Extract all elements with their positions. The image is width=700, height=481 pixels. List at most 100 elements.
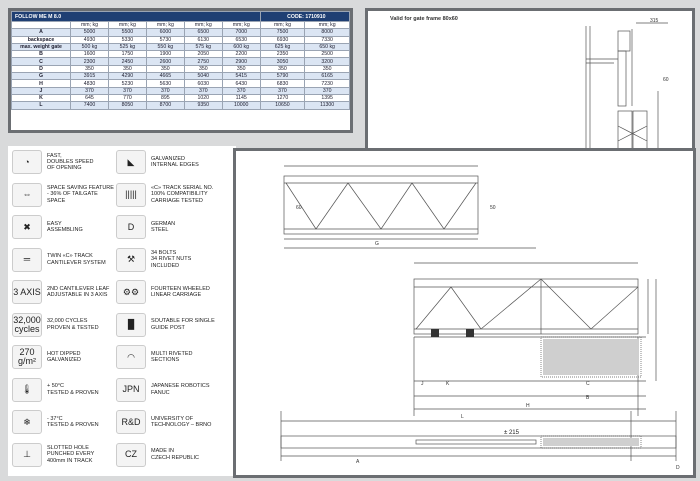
table-cell: 350 <box>259 64 306 74</box>
table-header: FOLLOW ME M 8.0 CODE: 1710910 <box>11 11 351 22</box>
snowflake-icon: ❄ <box>12 410 42 434</box>
table-cell: 4290 <box>107 72 147 81</box>
table-cell: 770 <box>107 93 147 103</box>
feature-list: ◔FAST, DOUBLES SPEED OF OPENING◣GALVANIZ… <box>8 146 236 476</box>
feature-text: GALVANIZED INTERNAL EDGES <box>151 155 199 168</box>
dim-label-c: C <box>586 381 590 387</box>
table-row-label: H <box>11 79 71 88</box>
units-row-label <box>11 20 71 30</box>
table-cell: 2900 <box>221 57 261 66</box>
table-cell: 370 <box>107 86 147 95</box>
table-cell: 2200 <box>221 50 261 59</box>
feature-text: TWIN «C» TRACK CANTILEVER SYSTEM <box>47 253 106 266</box>
table-cell: 645 <box>70 93 109 103</box>
feature-text: MADE IN CZECH REPUBLIC <box>151 448 199 461</box>
table-row-label: L <box>11 101 71 110</box>
carriage-icon: ⚙⚙ <box>116 280 146 304</box>
feature-item: ◔FAST, DOUBLES SPEED OF OPENING <box>12 150 119 174</box>
table-cell: 6130 <box>183 35 223 44</box>
table-row-label: G <box>11 72 71 81</box>
table-cell: 7400 <box>70 101 109 110</box>
table-cell: 6030 <box>183 79 223 88</box>
table-cell: 350 <box>221 64 261 74</box>
table-cell: 350 <box>183 64 223 74</box>
table-cell: 5040 <box>183 72 223 81</box>
table-cell: 6830 <box>259 79 306 88</box>
table-cell: 1750 <box>107 50 147 59</box>
table-cell: 370 <box>183 86 223 95</box>
table-cell: 370 <box>259 86 306 95</box>
feature-text: 2ND CANTILEVER LEAF ADJUSTABLE IN 3 AXIS <box>47 285 110 298</box>
gauge-icon: ◔ <box>12 150 42 174</box>
feature-text: FOURTEEN WHEELED LINEAR CARRIAGE <box>151 285 210 298</box>
axis-icon: 3 AXIS <box>12 280 42 304</box>
galvanized-icon: 270 g/m² <box>12 345 42 369</box>
feature-item: 🌡+ 50°C TESTED & PROVEN <box>12 377 119 402</box>
dim-label-b: B <box>586 395 590 401</box>
feature-text: FAST, DOUBLES SPEED OF OPENING <box>47 152 94 172</box>
dim-plus215: ± 215 <box>504 430 520 436</box>
table-cell: 7500 <box>259 28 306 37</box>
table-cell: 7000 <box>221 28 261 37</box>
space-saving-icon: ⇔ <box>12 182 42 207</box>
feature-item: 3 AXIS 2ND CANTILEVER LEAF ADJUSTABLE IN … <box>12 280 119 304</box>
feature-item: ◠MULTI RIVETED SECTIONS <box>116 345 223 369</box>
feature-item: ⊥ SLOTTED HOLE PUNCHED EVERY 400mm IN TRA… <box>12 442 119 467</box>
table-cell: 6530 <box>221 35 261 44</box>
table-cell: 370 <box>70 86 109 95</box>
table-cell: 550 kg <box>145 42 185 52</box>
table-cell: 2750 <box>183 57 223 66</box>
table-row-label: K <box>11 93 71 103</box>
steel-d-icon: D <box>116 215 146 239</box>
table-cell: 6000 <box>145 28 185 37</box>
feature-item: ⚙⚙ FOURTEEN WHEELED LINEAR CARRIAGE <box>116 280 223 304</box>
table-cell: 625 kg <box>259 42 306 52</box>
frame-title: Valid for gate frame 80x60 <box>390 16 458 22</box>
unit-cell: mm; kg <box>221 20 261 30</box>
table-cell: 9350 <box>183 101 223 110</box>
dim-label-d: D <box>676 465 680 471</box>
barcode-icon: ||||| <box>116 182 146 207</box>
foundation-hatch <box>543 339 639 375</box>
dim-label-l: L <box>461 414 464 420</box>
table-row-label: B <box>11 50 71 59</box>
dim-315: 315 <box>650 18 659 24</box>
gate-drawing: G J K C B H L A D 60 50 ± 215 <box>233 148 696 478</box>
table-row-label: A <box>11 28 71 37</box>
table-cell: 370 <box>145 86 185 95</box>
table-cell: 3050 <box>259 57 306 66</box>
table-cell: 370 <box>221 86 261 95</box>
table-cell: 3200 <box>304 57 350 66</box>
feature-text: 32,000 CYCLES PROVEN & TESTED <box>47 318 99 331</box>
feature-text: SPACE SAVING FEATURE - 36% OF TAILGATE S… <box>47 185 114 204</box>
feature-item: ❄ - 37°C TESTED & PROVEN <box>12 410 119 434</box>
feature-text: - 37°C TESTED & PROVEN <box>47 415 99 428</box>
unit-cell: mm; kg <box>70 20 109 30</box>
table-cell: 10650 <box>259 101 306 110</box>
thermometer-icon: 🌡 <box>12 377 42 402</box>
table-cell: 5000 <box>70 28 109 37</box>
feature-item: ▐▌SOUTABLE FOR SINGLE GUIDE POST <box>116 312 223 337</box>
table-cell: 8700 <box>145 101 185 110</box>
table-cell: 8000 <box>304 28 350 37</box>
table-row-label: backspace <box>11 35 71 44</box>
bolt-icon: ⊥ <box>12 442 42 467</box>
table-cell: 7230 <box>304 79 350 88</box>
table-cell: 350 <box>145 64 185 74</box>
table-cell: 575 kg <box>183 42 223 52</box>
feature-text: SLOTTED HOLE PUNCHED EVERY 400mm IN TRAC… <box>47 445 95 464</box>
feature-item: ⇔ SPACE SAVING FEATURE - 36% OF TAILGATE … <box>12 182 119 207</box>
table-cell: 4930 <box>70 35 109 44</box>
table-cell: 1395 <box>304 93 350 103</box>
table-cell: 1600 <box>70 50 109 59</box>
